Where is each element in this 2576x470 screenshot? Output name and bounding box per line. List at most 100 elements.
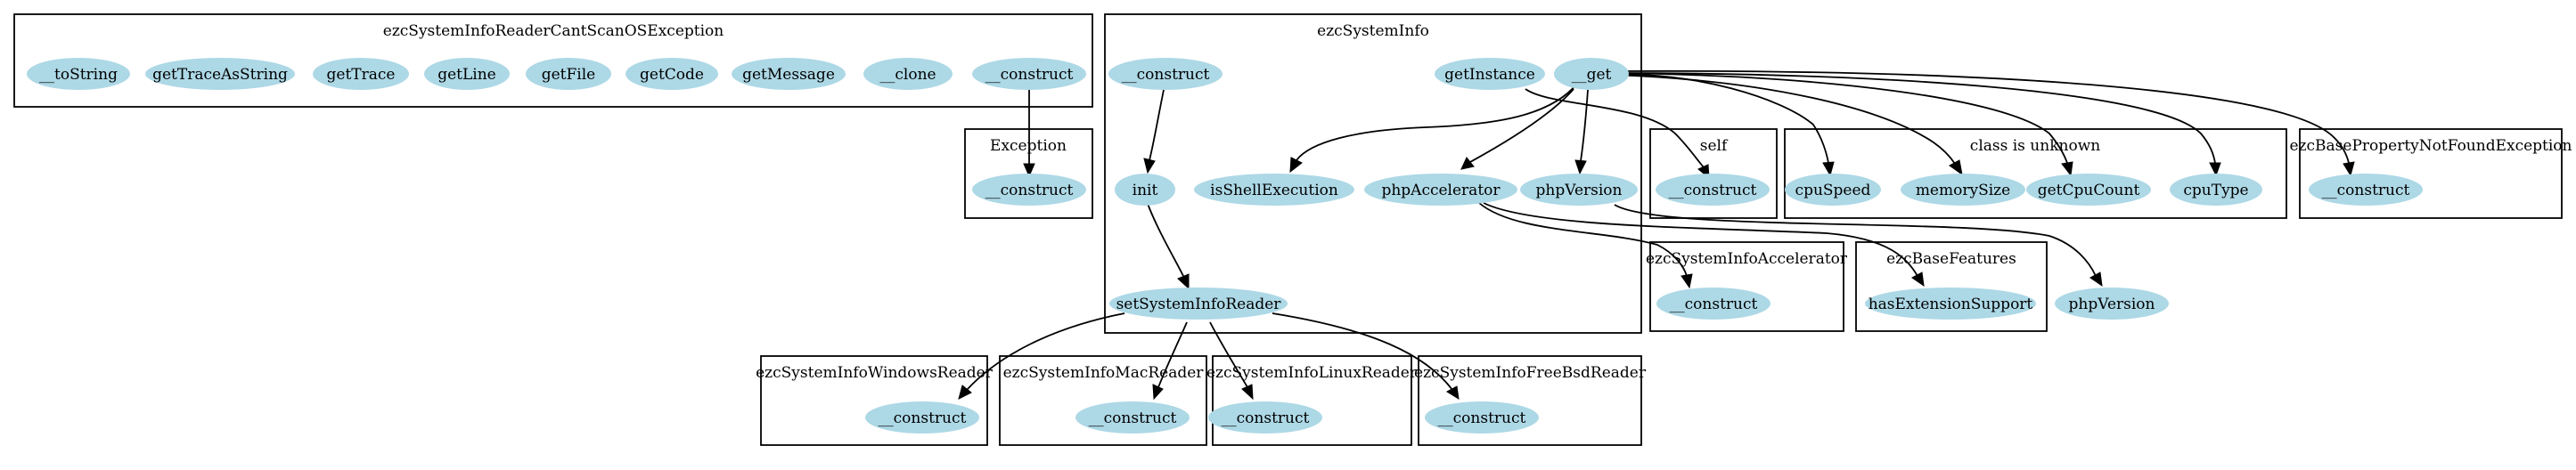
cluster-title: self xyxy=(1700,137,1729,155)
node-label: __construct xyxy=(985,182,1074,199)
edge-arrowhead xyxy=(1241,384,1254,401)
cluster-accelerator: ezcSystemInfoAccelerator xyxy=(1646,241,1848,332)
edge-get-to-getcpucount xyxy=(1610,72,2068,164)
node-label: __construct xyxy=(1669,182,1757,199)
node-init[interactable]: init xyxy=(1115,174,1175,206)
node-label: isShellExecution xyxy=(1210,182,1338,199)
node-linux-construct[interactable]: __construct xyxy=(1208,401,1322,434)
node-get-cpu-count[interactable]: getCpuCount xyxy=(2026,174,2151,206)
edge-get-to-pnf-construct xyxy=(1610,69,2350,164)
edge-get-to-cpuspeed xyxy=(1610,73,1829,164)
node-label: getCpuCount xyxy=(2038,182,2140,199)
edges xyxy=(958,69,2355,401)
edge-phpversion-to-phpversion xyxy=(1614,204,2097,277)
edge-setreader-to-linux xyxy=(1209,321,1248,388)
node-scan-construct[interactable]: __construct xyxy=(972,58,1086,90)
edge-arrowhead xyxy=(1911,271,1925,288)
edge-arrowhead xyxy=(1177,273,1190,290)
node-get-file[interactable]: getFile xyxy=(526,58,611,90)
node-label: __clone xyxy=(879,66,936,84)
edge-get-to-isshell xyxy=(1296,83,1578,161)
edge-arrowhead xyxy=(2209,162,2221,177)
node-label: cpuSpeed xyxy=(1795,182,1871,199)
node-si-construct[interactable]: __construct xyxy=(1108,58,1223,90)
cluster-title: ezcSystemInfo xyxy=(1317,22,1429,40)
edge-arrowhead xyxy=(2061,161,2073,177)
node-label: __construct xyxy=(2322,182,2410,199)
node-label: __construct xyxy=(1122,66,1210,84)
node-to-string[interactable]: __toString xyxy=(27,58,130,90)
node-php-accelerator[interactable]: phpAccelerator xyxy=(1364,174,1517,206)
node-label: __construct xyxy=(1438,409,1526,427)
node-get-message[interactable]: getMessage xyxy=(732,58,846,90)
cluster-mac-reader: ezcSystemInfoMacReader xyxy=(999,355,1207,446)
cluster-title: ezcSystemInfoMacReader xyxy=(1003,364,1205,382)
node-exception-construct[interactable]: __construct xyxy=(972,174,1086,206)
node-pnf-construct[interactable]: __construct xyxy=(2309,174,2423,206)
edge-arrowhead xyxy=(2343,161,2355,177)
edge-get-to-memorysize xyxy=(1610,74,1956,165)
cluster-class-unknown: class is unknown xyxy=(1784,128,2287,219)
node-get-trace[interactable]: getTrace xyxy=(313,58,409,90)
edge-getinstance-to-self-construct xyxy=(1525,88,1705,168)
cluster-title: ezcSystemInfoLinuxReader xyxy=(1206,364,1418,382)
node-label: getLine xyxy=(438,66,496,84)
node-label: __construct xyxy=(1222,409,1310,427)
node-memory-size[interactable]: memorySize xyxy=(1901,174,2025,206)
edge-get-to-phpversion xyxy=(1580,89,1589,162)
cluster-title: ezcSystemInfoFreeBsdReader xyxy=(1414,364,1647,382)
node-label: memorySize xyxy=(1916,182,2010,199)
node-php-version-free[interactable]: phpVersion xyxy=(2055,288,2169,320)
node-label: phpVersion xyxy=(1536,182,1623,199)
node-clone[interactable]: __clone xyxy=(863,58,953,90)
node-get-line[interactable]: getLine xyxy=(424,58,510,90)
edge-arrowhead xyxy=(1460,157,1475,170)
node-freebsd-construct[interactable]: __construct xyxy=(1425,401,1539,434)
node-label: __get xyxy=(1572,66,1612,84)
node-windows-construct[interactable]: __construct xyxy=(865,401,979,434)
edge-get-to-cputype xyxy=(1610,72,2216,164)
edge-init-to-setreader xyxy=(1147,203,1184,277)
node-label: phpAccelerator xyxy=(1381,182,1501,199)
node-get[interactable]: __get xyxy=(1554,58,1629,90)
node-cpu-type[interactable]: cpuType xyxy=(2170,174,2262,206)
edge-arrowhead xyxy=(1681,273,1693,289)
edge-arrowhead xyxy=(1289,157,1303,174)
node-mac-construct[interactable]: __construct xyxy=(1075,401,1190,434)
node-is-shell-execution[interactable]: isShellExecution xyxy=(1194,174,1354,206)
node-label: init xyxy=(1133,182,1158,199)
node-set-system-info-reader[interactable]: setSystemInfoReader xyxy=(1109,288,1288,320)
node-cpu-speed[interactable]: cpuSpeed xyxy=(1785,174,1881,206)
edge-arrowhead xyxy=(1143,158,1156,174)
cluster-freebsd-reader: ezcSystemInfoFreeBsdReader xyxy=(1414,355,1647,446)
node-get-trace-as-string[interactable]: getTraceAsString xyxy=(145,58,295,90)
node-label: __construct xyxy=(1089,409,1177,427)
node-get-instance[interactable]: getInstance xyxy=(1435,58,1545,90)
node-label: getCode xyxy=(640,66,704,84)
node-label: __construct xyxy=(985,66,1074,84)
cluster-ezc-system-info: ezcSystemInfo xyxy=(1104,13,1642,334)
edge-arrowhead xyxy=(1949,159,1963,176)
edge-phpaccel-to-hasext xyxy=(1483,202,1918,277)
node-get-code[interactable]: getCode xyxy=(626,58,718,90)
node-has-extension-support[interactable]: hasExtensionSupport xyxy=(1865,288,2036,320)
node-label: getMessage xyxy=(742,66,835,84)
edge-arrowhead xyxy=(2089,271,2103,288)
node-php-version-si[interactable]: phpVersion xyxy=(1520,174,1638,206)
node-label: phpVersion xyxy=(2069,296,2155,313)
edge-get-to-phpaccel xyxy=(1469,88,1574,163)
edge-arrowhead xyxy=(1152,384,1164,401)
nodes: __toString getTraceAsString getTrace get… xyxy=(27,58,2423,434)
edge-arrowhead xyxy=(958,385,972,400)
node-label: __construct xyxy=(879,409,967,427)
node-label: cpuType xyxy=(2183,182,2248,199)
node-self-construct[interactable]: __construct xyxy=(1656,174,1770,206)
node-label: __construct xyxy=(1670,296,1758,313)
cluster-title: class is unknown xyxy=(1970,137,2100,155)
edge-phpaccel-to-accel-construct xyxy=(1478,202,1688,277)
cluster-linux-reader: ezcSystemInfoLinuxReader xyxy=(1206,355,1418,446)
node-accel-construct[interactable]: __construct xyxy=(1656,288,1770,320)
node-label: getTraceAsString xyxy=(152,66,288,84)
node-label: setSystemInfoReader xyxy=(1116,296,1282,313)
